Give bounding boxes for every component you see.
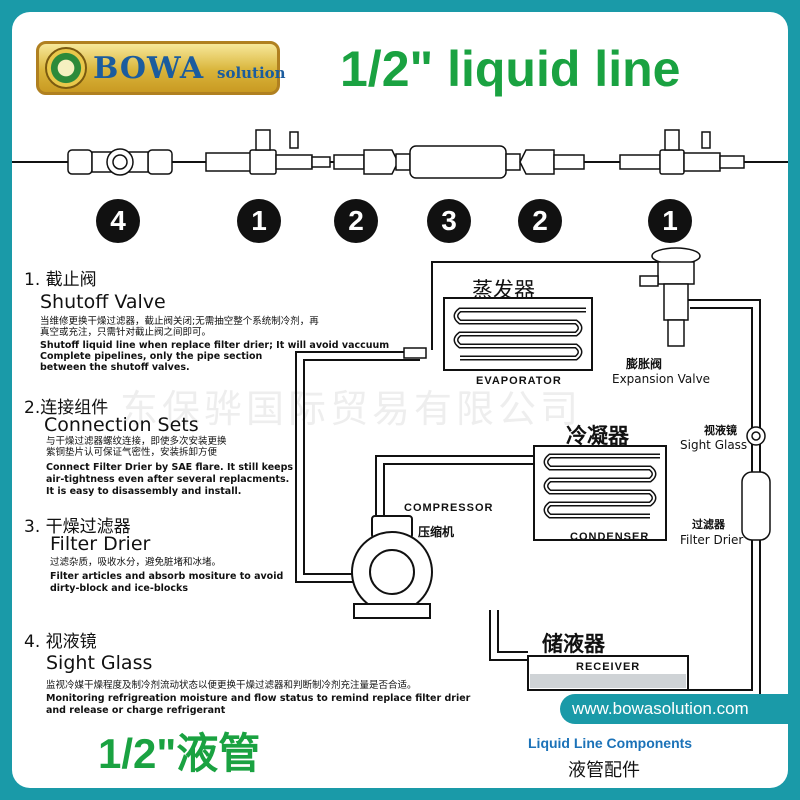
section-3-cn-line-1: 过滤杂质，吸收水分，避免脏堵和冰堵。 xyxy=(50,557,222,568)
section-1-heading: 1. 截止阀 xyxy=(24,270,97,290)
section-1-cn-line-1: 当维修更换干燥过滤器，截止阀关闭;无需抽空整个系统制冷剂，再 xyxy=(40,316,319,327)
condenser-cn-label: 冷凝器 xyxy=(566,424,629,448)
sight-glass-icon xyxy=(746,426,766,446)
expansion-valve-en-label: Expansion Valve xyxy=(612,372,711,386)
part-number-connection-right: 2 xyxy=(518,199,562,243)
section-2-en-line-3: It is easy to disassembly and install. xyxy=(46,486,242,497)
section-1-cn-line-2: 真空或充注，只需针对截止阀之间即可。 xyxy=(40,327,212,338)
receiver-en-label: RECEIVER xyxy=(576,661,641,673)
page-title: 1/2" liquid line xyxy=(340,41,681,97)
section-1-en-line-1: Shutoff liquid line when replace filter … xyxy=(40,340,390,351)
section-3-title: Filter Drier xyxy=(50,533,151,555)
section-4-en-line-1: Monitoring refrigreation moisture and fl… xyxy=(46,693,471,704)
watermark: 东保骅国际贸易有限公司 xyxy=(120,387,583,431)
section-4-title: Sight Glass xyxy=(46,652,153,674)
filter-drier-en-label: Filter Drier xyxy=(680,533,744,547)
section-3-en-line-2: dirty-block and ice-blocks xyxy=(50,583,189,594)
expansion-valve-icon xyxy=(639,247,701,347)
section-2-heading: 2.连接组件 xyxy=(24,398,109,418)
components-cn-label: 液管配件 xyxy=(568,760,640,781)
shutoff-valve-left-part xyxy=(205,129,331,175)
part-number-shutoff-right: 1 xyxy=(648,199,692,243)
receiver-tank xyxy=(527,655,689,691)
section-1-title: Shutoff Valve xyxy=(40,291,166,313)
expansion-valve-cn-label: 膨胀阀 xyxy=(626,357,663,371)
part-number-sight-glass: 4 xyxy=(96,199,140,243)
section-2-en-line-2: air-tightness even after several replacm… xyxy=(46,474,290,485)
condenser-en-label: CONDENSER xyxy=(570,531,650,543)
compressor-en-label: COMPRESSOR xyxy=(404,502,494,514)
section-4-cn-line-1: 监视冷媒干燥程度及制冷剂流动状态以便更换干燥过滤器和判断制冷剂充注量是否合适。 xyxy=(46,680,417,691)
compressor-icon xyxy=(351,515,433,619)
sight-glass-en-label: Sight Glass xyxy=(680,438,748,452)
evaporator-en-label: EVAPORATOR xyxy=(476,375,562,387)
section-4-heading: 4. 视液镜 xyxy=(24,632,97,652)
section-4-en-line-2: and release or charge refrigerant xyxy=(46,705,226,716)
section-2-en-line-1: Connect Filter Drier by SAE flare. It st… xyxy=(46,462,294,473)
filter-drier-icon xyxy=(741,471,771,541)
connection-set-right-part xyxy=(519,149,585,175)
part-number-filter: 3 xyxy=(427,199,471,243)
bowa-logo: BOWA solution xyxy=(36,41,286,95)
part-number-connection-left: 2 xyxy=(334,199,378,243)
website-bar xyxy=(560,694,788,724)
section-2-cn-line-1: 与干燥过滤器螺纹连接，即使多次安装更换 xyxy=(46,436,227,447)
receiver-cn-label: 储液器 xyxy=(542,632,605,656)
evaporator-cn-label: 蒸发器 xyxy=(472,278,535,302)
connection-set-left-part xyxy=(333,149,399,175)
filter-drier-part xyxy=(395,145,521,179)
section-1-en-line-3: between the shutoff valves. xyxy=(40,362,190,373)
section-3-en-line-1: Filter articles and absorb mositure to a… xyxy=(50,571,284,582)
logo-emblem-icon xyxy=(45,47,87,89)
sight-glass-cn-label: 视液镜 xyxy=(704,424,737,437)
section-3-heading: 3. 干燥过滤器 xyxy=(24,517,131,537)
bottom-title-cn: 1/2"液管 xyxy=(98,730,261,777)
logo-main-text: BOWA xyxy=(93,51,205,86)
section-2-cn-line-2: 紫铜垫片认可保证气密性，安装拆卸方便 xyxy=(46,447,218,458)
filter-drier-cn-label: 过滤器 xyxy=(692,518,725,531)
logo-sub-text: solution xyxy=(217,64,286,82)
sight-glass-part xyxy=(67,148,173,176)
shutoff-valve-right-part xyxy=(619,129,745,175)
section-2-title: Connection Sets xyxy=(44,414,199,436)
website-link[interactable]: www.bowasolution.com xyxy=(572,699,749,718)
components-en-label: Liquid Line Components xyxy=(528,735,693,751)
part-number-shutoff-left: 1 xyxy=(237,199,281,243)
compressor-cn-label: 压缩机 xyxy=(418,525,455,539)
section-1-en-line-2: Complete pipelines, only the pipe sectio… xyxy=(40,351,263,362)
